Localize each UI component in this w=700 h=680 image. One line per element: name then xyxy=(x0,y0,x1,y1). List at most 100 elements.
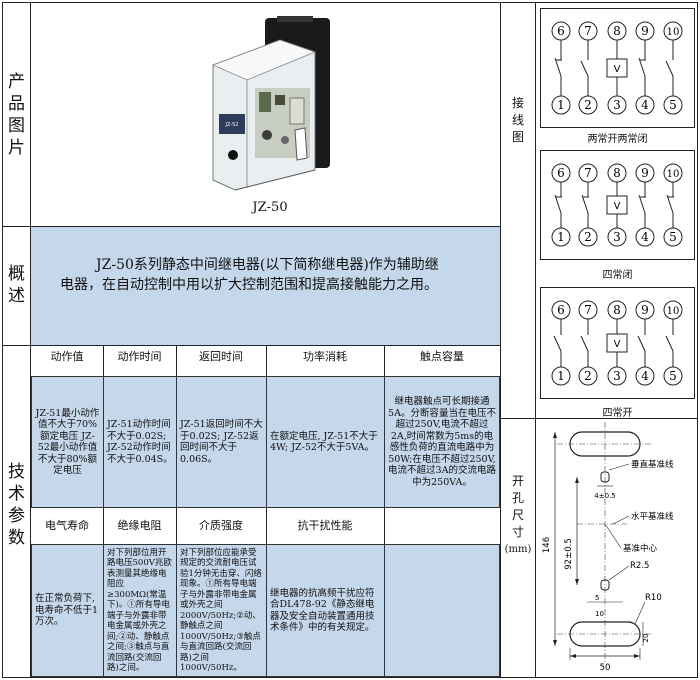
divider-right-labels xyxy=(535,2,536,678)
dim-50: 50 xyxy=(600,663,611,673)
dim-r25: R2.5 xyxy=(630,561,649,571)
tech-vline xyxy=(103,508,104,544)
terminal-label: 6 xyxy=(557,166,565,180)
contact-no xyxy=(665,60,674,77)
product-image: JZ-52 xyxy=(195,10,345,195)
terminal-label: 10 xyxy=(667,27,680,38)
tech-cell-return-time: JZ-51返回时间不大于0.02S; JZ-52返回时间不大于0.06S。 xyxy=(176,376,267,508)
tech-header-action-time: 动作时间 xyxy=(117,350,162,363)
terminal-label: 3 xyxy=(613,369,621,383)
border-top xyxy=(2,2,698,3)
terminal-label: 10 xyxy=(667,306,680,317)
label-wiring-diagram: 接线图 xyxy=(511,95,524,144)
divider-labels xyxy=(30,2,31,678)
contact-nc xyxy=(581,194,589,214)
dim-10: 10 xyxy=(595,610,604,618)
tech-header-anti-interference: 抗干扰性能 xyxy=(297,519,353,532)
divider-row-1 xyxy=(2,226,500,227)
tech-vline xyxy=(103,346,104,376)
dim-4: 4±0.5 xyxy=(594,492,615,500)
tech-cell-dielectric: 对下列部位应能承受规定的交流耐电压试验1分钟无击穿、闪络现象。①所有导电端子与外… xyxy=(176,544,267,677)
contact-nc xyxy=(554,194,562,214)
overview-panel xyxy=(31,227,500,345)
tech-header-action-value: 动作值 xyxy=(50,350,84,363)
tech-vline xyxy=(266,346,267,376)
product-label-plate: JZ-52 xyxy=(225,122,239,128)
contact-nc xyxy=(638,57,646,77)
label-center: 基准中心 xyxy=(623,543,658,554)
contact-no xyxy=(665,335,674,352)
terminal-label: 4 xyxy=(641,230,649,244)
terminal-label: 5 xyxy=(669,369,677,383)
terminal-label: 1 xyxy=(557,369,565,383)
tech-header-power: 功率消耗 xyxy=(303,350,347,363)
terminal-label: 6 xyxy=(557,303,565,317)
terminal-label: 10 xyxy=(667,169,680,180)
border-bottom xyxy=(2,677,698,678)
terminal-label: 6 xyxy=(557,24,565,38)
tech-vline xyxy=(176,346,177,376)
contact-nc xyxy=(638,194,646,214)
contact-nc xyxy=(666,194,674,214)
terminal-label: 4 xyxy=(641,369,649,383)
terminal-label: 2 xyxy=(584,98,592,112)
tech-header-return-time: 返回时间 xyxy=(199,350,243,363)
product-caption: JZ-50 xyxy=(252,200,288,215)
tech-vline xyxy=(176,508,177,544)
tech-header-contact-capacity: 触点容量 xyxy=(420,350,464,363)
tech-cell-electrical-life: 在正常负荷下,电寿命不低于1万次。 xyxy=(31,544,104,677)
tech-vline xyxy=(384,508,385,544)
tech-header-insulation: 绝缘电阻 xyxy=(117,519,162,532)
terminal-label: 2 xyxy=(584,230,592,244)
terminal-label: 8 xyxy=(613,24,621,38)
wiring-diagram-2: 6 1 7 2 8 3 V 9 4 10 5 xyxy=(540,150,695,260)
tech-cell-empty xyxy=(384,544,500,677)
dim-146: 146 xyxy=(542,537,552,553)
terminal-label: 8 xyxy=(613,166,621,180)
label-overview: 概述 xyxy=(8,264,25,306)
dim-20: 20 xyxy=(642,634,650,643)
dim-5: 5 xyxy=(595,594,599,602)
divider-row-2 xyxy=(2,345,500,346)
contact-no xyxy=(553,335,562,352)
coil-label: V xyxy=(614,201,621,212)
wiring-caption-3: 四常开 xyxy=(602,408,633,419)
contact-no xyxy=(637,335,646,352)
border-left xyxy=(2,2,3,678)
terminal-label: 7 xyxy=(584,303,592,317)
coil-label: V xyxy=(614,64,621,75)
coil-label: V xyxy=(614,339,621,350)
terminal-label: 9 xyxy=(641,303,649,317)
terminal-label: 5 xyxy=(669,98,677,112)
border-right xyxy=(697,2,698,678)
label-hole-size: 开孔尺寸 (mm) xyxy=(501,465,535,565)
label-tech-params: 技术参数 xyxy=(8,462,25,548)
divider-main-right xyxy=(500,2,501,678)
tech-cell-anti-interference: 继电器的抗高频干扰应符合DL478-92《静态继电器及安全自动装置通用技术条件》… xyxy=(266,544,385,677)
tech-header-dielectric: 介质强度 xyxy=(199,519,243,532)
label-vertical-ref: 垂直基准线 xyxy=(631,459,674,470)
dim-92: 92±0.5 xyxy=(564,538,574,569)
terminal-label: 5 xyxy=(669,230,677,244)
terminal-label: 7 xyxy=(584,166,592,180)
tech-cell-action-time: JZ-51动作时间不大于0.02S; JZ-52动作时间不大于0.04S。 xyxy=(103,376,177,508)
terminal-label: 3 xyxy=(613,230,621,244)
terminal-label: 1 xyxy=(557,98,565,112)
wiring-caption-2: 四常闭 xyxy=(602,270,633,281)
hole-unit: (mm) xyxy=(504,543,532,555)
tech-cell-insulation: 对下列部位用开路电压500V兆欧表测量其绝缘电阻应≥300MΩ(常温下)。①所有… xyxy=(103,544,177,677)
terminal-label: 7 xyxy=(584,24,592,38)
tech-cell-power: 在额定电压, JZ-51不大于4W; JZ-52不大于5VA。 xyxy=(266,376,385,508)
terminal-label: 9 xyxy=(641,166,649,180)
tech-vline xyxy=(266,508,267,544)
wiring-caption-1: 两常开两常闭 xyxy=(587,134,648,145)
tech-cell-action-value: JZ-51最小动作值不大于70%额定电压 JZ-52最小动作值不大于80%额定电… xyxy=(31,376,104,508)
contact-no xyxy=(580,335,589,352)
terminal-label: 1 xyxy=(557,230,565,244)
tech-vline xyxy=(384,346,385,376)
dim-r10: R10 xyxy=(645,593,662,603)
tech-cell-contact-capacity: 继电器触点可长期接通5A。分断容量当在电压不超过250V,电流不超过2A,时间常… xyxy=(384,376,500,508)
overview-text: JZ-50系列静态中间继电器(以下简称继电器)作为辅助继电器，在自动控制中用以扩… xyxy=(60,257,439,293)
label-product-image: 产品图片 xyxy=(8,72,25,158)
